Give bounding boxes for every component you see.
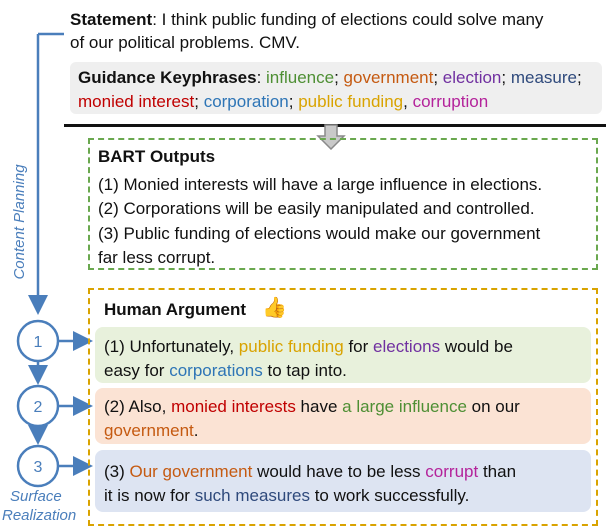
text: would have to be less	[252, 462, 426, 481]
step-3-number: 3	[34, 459, 43, 476]
sep: ;	[288, 92, 299, 111]
sep: ;	[576, 68, 582, 87]
human-sentence-1-box	[95, 327, 591, 383]
bart-title: BART Outputs	[98, 147, 216, 166]
sep: ;	[334, 68, 344, 87]
kp-our-government: Our government	[129, 462, 253, 481]
statement-text-2: of our political problems. CMV.	[70, 33, 300, 52]
statement-text-1: : I think public funding of elections co…	[152, 10, 544, 29]
text: to work successfully.	[309, 486, 470, 505]
thumbs-up-icon: 👍	[262, 297, 287, 319]
text: on our	[466, 397, 520, 416]
text: than	[478, 462, 517, 481]
human-sentence-3-line-1: (3) Our government would have to be less…	[104, 460, 516, 483]
kp-corporation: corporation	[203, 92, 289, 111]
human-title: Human Argument	[104, 300, 246, 319]
sep: ,	[403, 92, 413, 111]
kp-corruption: corruption	[412, 92, 489, 111]
bart-output-2: (2) Corporations will be easily manipula…	[98, 199, 535, 218]
guidance-colon: :	[256, 68, 267, 87]
kp-government: government	[343, 68, 434, 87]
bart-outputs-box	[88, 138, 598, 270]
kp-influence: influence	[266, 68, 335, 87]
surface-realization-label-2: Realization	[2, 507, 77, 524]
kp-monied-interest: monied interest	[78, 92, 195, 111]
content-planning-label: Content Planning	[11, 164, 28, 280]
text: (1) Unfortunately,	[104, 337, 239, 356]
statement: Statement: I think public funding of ele…	[70, 8, 600, 54]
kp-large-influence: a large influence	[342, 397, 467, 416]
guidance-line-2: monied interest; corporation; public fun…	[78, 90, 488, 113]
text: (3)	[104, 462, 130, 481]
down-arrow-icon	[316, 124, 346, 150]
flow-diagram: 1 2 3	[16, 32, 93, 488]
human-sentence-2-line-2: government.	[104, 419, 199, 442]
text: (2) Also,	[104, 397, 172, 416]
sep: ;	[433, 68, 443, 87]
kp-monied-interests: monied interests	[171, 397, 296, 416]
text: easy for	[104, 361, 170, 380]
bart-output-3-line-2: far less corrupt.	[98, 248, 216, 267]
kp-corporations: corporations	[169, 361, 263, 380]
kp-public-funding: public funding	[298, 92, 404, 111]
bart-output-3-line-1: (3) Public funding of elections would ma…	[98, 224, 541, 243]
guidance-line-1: Guidance Keyphrases: influence; governme…	[78, 66, 582, 89]
human-sentence-1-line-1: (1) Unfortunately, public funding for el…	[104, 335, 513, 358]
kp-public-funding: public funding	[238, 337, 344, 356]
text: have	[295, 397, 343, 416]
sep: ;	[501, 68, 511, 87]
human-sentence-2-box	[95, 388, 591, 444]
text: to tap into.	[262, 361, 347, 380]
statement-label: Statement	[70, 10, 153, 29]
sep: ;	[194, 92, 204, 111]
kp-measure: measure	[510, 68, 577, 87]
bart-output-1: (1) Monied interests will have a large i…	[98, 175, 543, 194]
guidance-box	[70, 62, 602, 114]
text: would be	[440, 337, 513, 356]
kp-corrupt: corrupt	[425, 462, 479, 481]
kp-election: election	[442, 68, 502, 87]
kp-elections: elections	[373, 337, 441, 356]
human-sentence-3-line-2: it is now for such measures to work succ…	[104, 484, 469, 507]
step-2-number: 2	[34, 399, 43, 416]
text: .	[193, 421, 199, 440]
human-sentence-2-line-1: (2) Also, monied interests have a large …	[104, 395, 520, 418]
surface-realization-label-1: Surface	[10, 488, 62, 505]
human-argument-box	[88, 288, 598, 526]
human-sentence-1-line-2: easy for corporations to tap into.	[104, 359, 347, 382]
step-1-number: 1	[34, 334, 43, 351]
kp-such-measures: such measures	[194, 486, 310, 505]
guidance-label: Guidance Keyphrases	[78, 68, 257, 87]
human-sentence-3-box	[95, 450, 591, 512]
text: it is now for	[104, 486, 195, 505]
kp-government: government	[104, 421, 194, 440]
text: for	[343, 337, 374, 356]
